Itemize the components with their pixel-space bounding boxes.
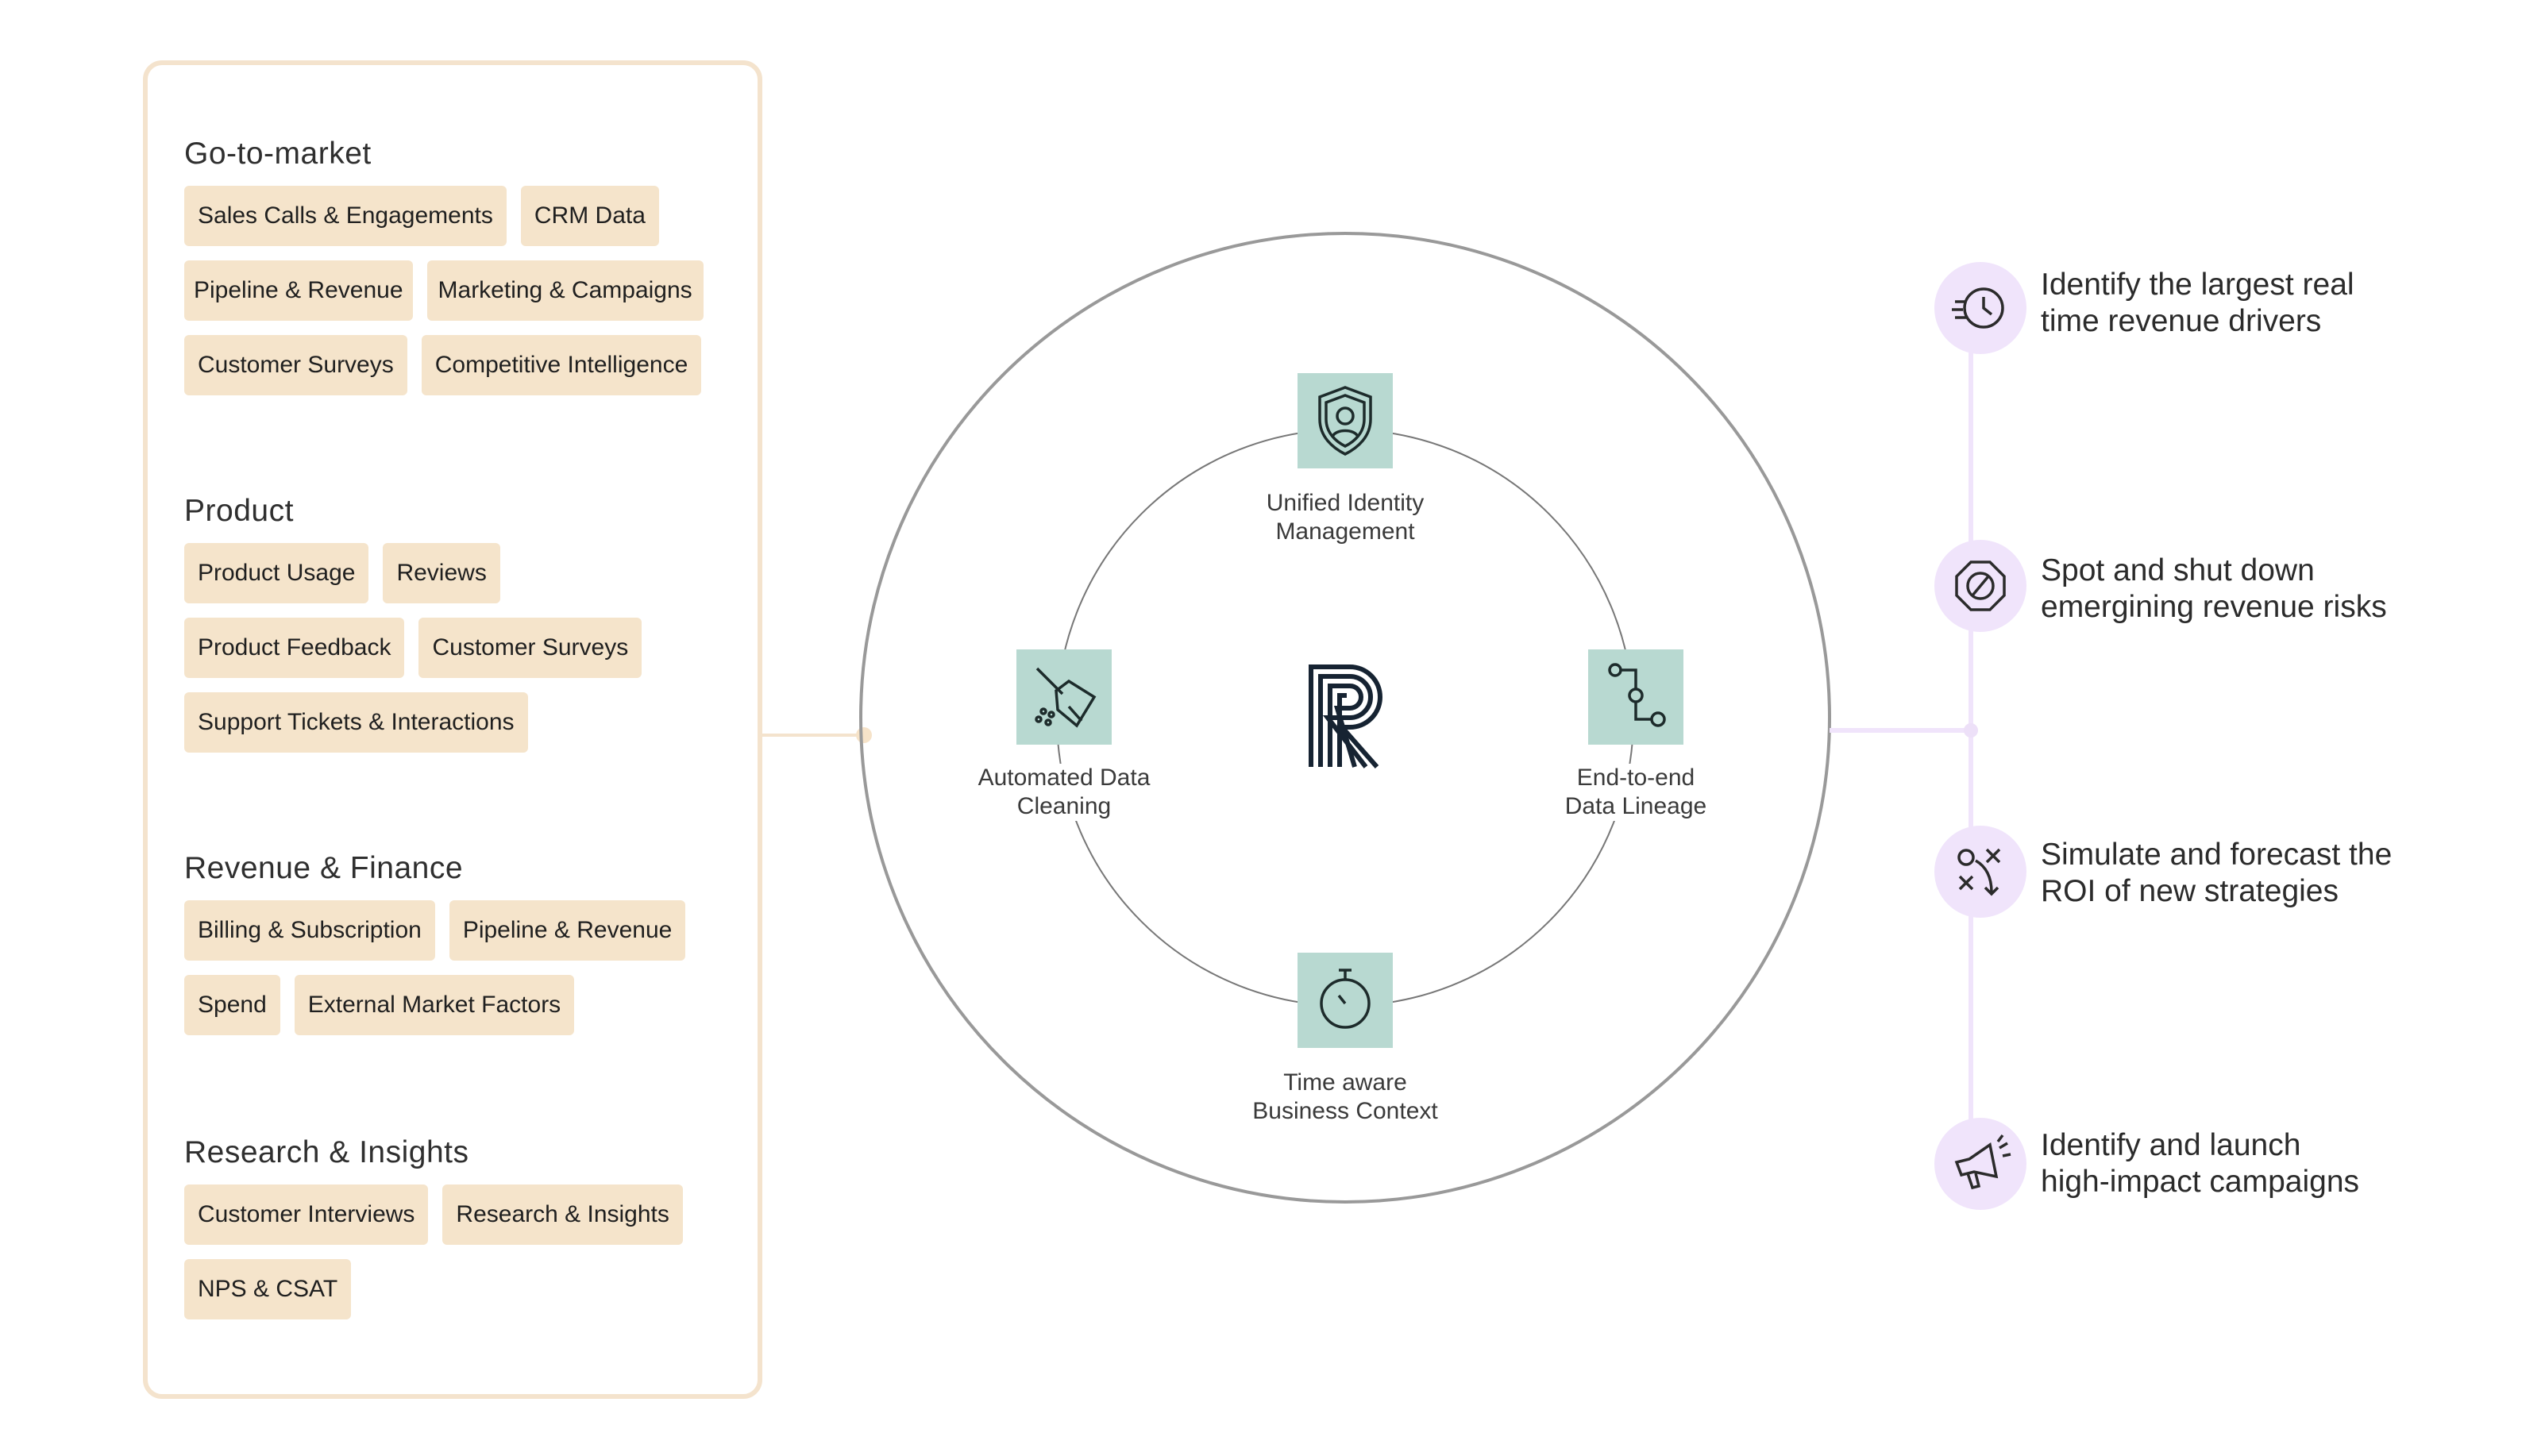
- cleaning-node-label: Automated Data Cleaning: [945, 764, 1183, 821]
- label-line: Time aware: [1283, 1069, 1407, 1096]
- strategy-icon: [1957, 848, 2001, 896]
- group-title: Revenue & Finance: [184, 851, 464, 885]
- source-tag: Reviews: [383, 543, 500, 603]
- source-tag: Support Tickets & Interactions: [184, 692, 528, 753]
- benefit-line: emergining revenue risks: [2041, 590, 2387, 624]
- benefit-text: Spot and shut down emergining revenue ri…: [2041, 553, 2454, 626]
- timeline-junction-dot: [1964, 723, 1978, 738]
- source-tag: CRM Data: [520, 186, 659, 246]
- data-sources-panel: [143, 60, 762, 1399]
- label-line: Cleaning: [1016, 793, 1112, 819]
- benefit-line: Simulate and forecast the: [2041, 838, 2393, 872]
- benefit-line: ROI of new strategies: [2041, 874, 2339, 908]
- source-tag: External Market Factors: [294, 975, 575, 1035]
- benefit-line: Identify the largest real: [2041, 268, 2354, 302]
- benefit-item-icon: [1934, 540, 2026, 632]
- benefit-line: high-impact campaigns: [2041, 1165, 2360, 1199]
- source-tag: NPS & CSAT: [184, 1259, 352, 1319]
- source-tag: Product Feedback: [184, 618, 405, 678]
- benefit-line: Spot and shut down: [2041, 553, 2315, 587]
- source-tag: Pipeline & Revenue: [449, 900, 686, 961]
- stop-sign-icon: [1955, 560, 2006, 611]
- label-line: Business Context: [1252, 1098, 1438, 1124]
- cleaning-node: [1016, 649, 1112, 745]
- benefit-line: Identify and launch: [2041, 1128, 2301, 1162]
- label-line: Unified Identity: [1266, 490, 1425, 516]
- group-title: Product: [184, 494, 294, 528]
- benefit-item-icon: [1934, 826, 2026, 918]
- source-tag: Competitive Intelligence: [421, 335, 702, 395]
- benefit-item-icon: [1934, 262, 2026, 354]
- left-connector-dot: [856, 727, 872, 743]
- label-line: End-to-end: [1576, 765, 1695, 791]
- source-group-product: Product Product Usage Reviews Product Fe…: [184, 494, 692, 753]
- source-tag: Customer Surveys: [184, 335, 407, 395]
- r-logo: [1309, 664, 1382, 768]
- identity-node: [1298, 373, 1393, 468]
- benefit-item-icon: [1934, 1118, 2026, 1210]
- lineage-node-label: End-to-end Data Lineage: [1517, 764, 1755, 821]
- clock-history-icon: [1952, 287, 2004, 329]
- group-title: Research & Insights: [184, 1135, 469, 1169]
- stopwatch-icon: [1320, 969, 1371, 1029]
- lineage-node: [1588, 649, 1683, 745]
- benefit-text: Identify the largest real time revenue d…: [2041, 267, 2454, 340]
- source-tag: Marketing & Campaigns: [426, 260, 704, 321]
- source-tag: Sales Calls & Engagements: [184, 186, 507, 246]
- source-group-research-insights: Research & Insights Customer Interviews …: [184, 1135, 724, 1319]
- lineage-path-icon: [1608, 663, 1666, 727]
- benefit-text: Simulate and forecast the ROI of new str…: [2041, 837, 2454, 910]
- source-tag: Customer Surveys: [418, 618, 642, 678]
- source-tag: Product Usage: [184, 543, 369, 603]
- broom-icon: [1035, 667, 1097, 728]
- group-title: Go-to-market: [184, 137, 372, 171]
- shield-user-icon: [1318, 386, 1372, 456]
- benefit-line: time revenue drivers: [2041, 304, 2322, 338]
- megaphone-icon: [1954, 1134, 2011, 1190]
- source-tag: Pipeline & Revenue: [184, 260, 413, 321]
- source-tag: Research & Insights: [442, 1184, 683, 1245]
- identity-node-label: Unified Identity Management: [1226, 489, 1464, 546]
- outer-ring: [859, 232, 1831, 1204]
- label-line: Automated Data: [978, 765, 1151, 791]
- source-tag: Billing & Subscription: [184, 900, 435, 961]
- source-tag: Spend: [184, 975, 280, 1035]
- label-line: Data Lineage: [1564, 793, 1707, 819]
- label-line: Management: [1275, 518, 1415, 545]
- time-context-node: [1298, 953, 1393, 1048]
- source-tag: Customer Interviews: [184, 1184, 429, 1245]
- benefit-text: Identify and launch high-impact campaign…: [2041, 1127, 2454, 1200]
- source-group-go-to-market: Go-to-market Sales Calls & Engagements C…: [184, 137, 764, 395]
- source-group-revenue-finance: Revenue & Finance Billing & Subscription…: [184, 851, 724, 1035]
- time-context-node-label: Time aware Business Context: [1226, 1069, 1464, 1126]
